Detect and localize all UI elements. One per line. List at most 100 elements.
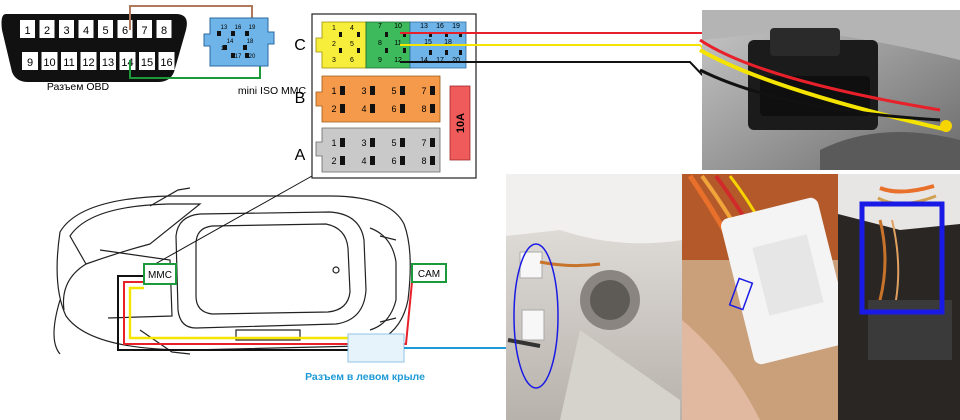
c-pin-9: 9 bbox=[378, 57, 382, 64]
obd-pin-13: 13 bbox=[102, 57, 114, 69]
obd-pin-12: 12 bbox=[82, 57, 94, 69]
b-pin-slot-3 bbox=[370, 86, 375, 95]
fuse-10a bbox=[449, 85, 471, 161]
b-pin-1: 1 bbox=[331, 86, 336, 96]
a-pin-slot-7 bbox=[430, 138, 435, 147]
c-pin-13: 13 bbox=[420, 23, 428, 30]
obd-pin-cell-6 bbox=[117, 20, 133, 38]
b-pin-slot-8 bbox=[430, 104, 435, 113]
mmc-label: MMC bbox=[148, 270, 172, 281]
cam-box bbox=[411, 263, 447, 283]
c-pin-7: 7 bbox=[378, 23, 382, 30]
c-pin-17: 17 bbox=[436, 57, 444, 64]
b-pins: 1 3 5 7 2 4 6 8 bbox=[331, 86, 435, 114]
c-pin-14: 14 bbox=[420, 57, 428, 64]
a-pin-slot-8 bbox=[430, 156, 435, 165]
a-pin-3: 3 bbox=[361, 138, 366, 148]
obd-pin-7: 7 bbox=[141, 25, 147, 37]
a-pin-2: 2 bbox=[331, 156, 336, 166]
b-pin-7: 7 bbox=[421, 86, 426, 96]
photo-connector-closeup bbox=[682, 174, 851, 420]
fender-connector-caption: Разъем в левом крыле bbox=[305, 371, 425, 383]
b-pin-6: 6 bbox=[391, 104, 396, 114]
a-pin-4: 4 bbox=[361, 156, 366, 166]
a-pin-slot-5 bbox=[400, 138, 405, 147]
c-yellow-section bbox=[315, 21, 367, 69]
c-pin-12: 12 bbox=[394, 57, 402, 64]
a-gray-section bbox=[315, 127, 441, 173]
b-pin-5: 5 bbox=[391, 86, 396, 96]
b-pin-3: 3 bbox=[361, 86, 366, 96]
c-pin-5: 5 bbox=[350, 41, 354, 48]
mini-pin-16: 16 bbox=[235, 25, 242, 31]
c-pin-8: 8 bbox=[378, 40, 382, 47]
b-pin-4: 4 bbox=[361, 104, 366, 114]
c-pin-1: 1 bbox=[332, 25, 336, 32]
obd-pin-cell-10 bbox=[41, 52, 58, 70]
mini-pin-19: 19 bbox=[249, 25, 256, 31]
b-pin-2: 2 bbox=[331, 104, 336, 114]
a-pin-slot-4 bbox=[370, 156, 375, 165]
b-pin-slot-5 bbox=[400, 86, 405, 95]
mini-pin-13: 13 bbox=[221, 25, 228, 31]
b-pin-slot-6 bbox=[400, 104, 405, 113]
leader-line-mmc bbox=[147, 175, 313, 269]
photo-wire-splice bbox=[838, 174, 960, 420]
a-pin-slot-6 bbox=[400, 156, 405, 165]
cam-label: CAM bbox=[418, 269, 440, 280]
obd-pin-14: 14 bbox=[121, 57, 133, 69]
car-wire-black bbox=[117, 275, 350, 351]
obd-pin-2: 2 bbox=[44, 25, 50, 37]
b-pin-8: 8 bbox=[421, 104, 426, 114]
obd-pin-16: 16 bbox=[160, 57, 172, 69]
obd-pin-cell-12 bbox=[80, 52, 97, 70]
obd-pin-3: 3 bbox=[63, 25, 69, 37]
c-pin-3: 3 bbox=[332, 57, 336, 64]
obd-pin-5: 5 bbox=[102, 25, 108, 37]
mini-pin-14: 14 bbox=[227, 39, 234, 45]
photo-fender-interior bbox=[506, 174, 682, 420]
obd-pin-cell-8 bbox=[156, 20, 172, 38]
c-pin-20: 20 bbox=[452, 57, 460, 64]
obd-pin-6: 6 bbox=[122, 25, 128, 37]
c-pin-10: 10 bbox=[394, 23, 402, 30]
obd-pin-10: 10 bbox=[43, 57, 55, 69]
fender-connector-box bbox=[347, 333, 405, 363]
mini-pin-20: 20 bbox=[249, 54, 256, 60]
obd-pin-cell-13 bbox=[100, 52, 116, 70]
mini-pin-17: 17 bbox=[235, 54, 242, 60]
closeup-highlight-box bbox=[728, 277, 754, 311]
obd-pin-4: 4 bbox=[83, 25, 89, 37]
obd-pin-cell-1 bbox=[20, 20, 35, 38]
row-c-label: C bbox=[294, 37, 306, 54]
a-pin-8: 8 bbox=[421, 156, 426, 166]
b-pin-slot-4 bbox=[370, 104, 375, 113]
a-pin-slot-2 bbox=[340, 156, 345, 165]
obd-pin-cell-7 bbox=[137, 20, 152, 38]
obd-pin-cell-15 bbox=[139, 52, 155, 70]
c-pin-19: 19 bbox=[452, 23, 460, 30]
mmc-box bbox=[143, 263, 177, 285]
fuse-label: 10A bbox=[455, 113, 467, 133]
obd-pin-1: 1 bbox=[24, 25, 30, 37]
a-pin-slot-3 bbox=[370, 138, 375, 147]
obd-pin-cell-11 bbox=[61, 52, 77, 70]
row-a-label: A bbox=[295, 147, 306, 164]
obd-caption: Разъем OBD bbox=[47, 81, 110, 93]
photo-highlight-ellipse bbox=[513, 243, 559, 389]
obd-pin-cell-4 bbox=[78, 20, 94, 38]
wire-green-obd bbox=[129, 58, 261, 79]
wire-brown bbox=[129, 5, 253, 30]
obd-pin-cell-5 bbox=[98, 20, 113, 38]
c-pin-16: 16 bbox=[436, 23, 444, 30]
obd-pin-cell-16 bbox=[158, 52, 175, 70]
c-pin-11: 11 bbox=[394, 40, 401, 47]
obd-pin-cell-3 bbox=[59, 20, 74, 38]
splice-highlight-box bbox=[859, 201, 945, 315]
mini-pin-18: 18 bbox=[247, 39, 254, 45]
